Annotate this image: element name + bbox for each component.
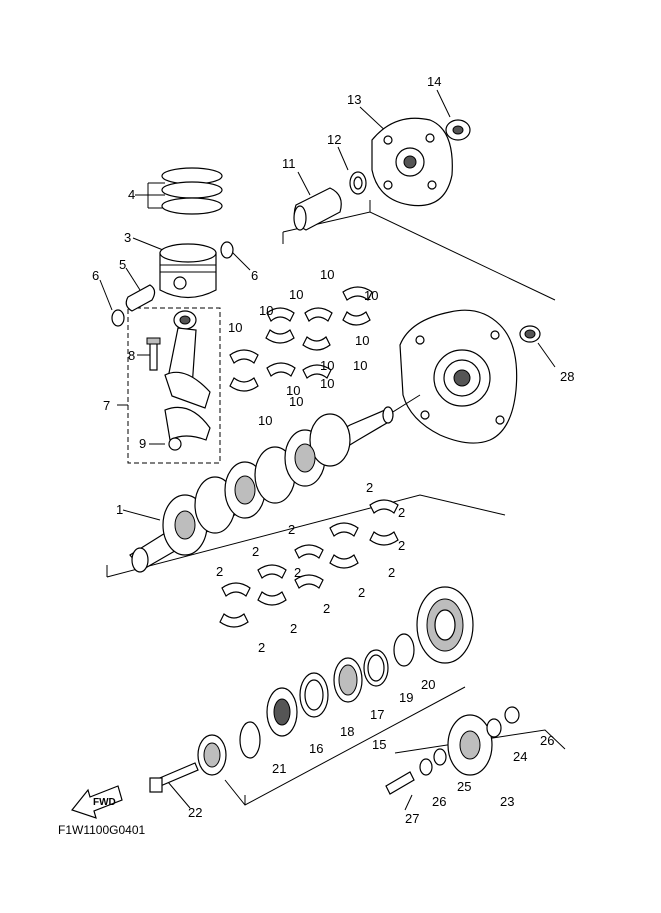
- label-2: 2: [398, 538, 405, 553]
- label-14: 14: [427, 74, 441, 89]
- piston: [159, 243, 217, 299]
- label-2: 2: [388, 565, 395, 580]
- flywheel-gear: [416, 586, 474, 664]
- label-5: 5: [119, 257, 126, 272]
- label-10: 10: [289, 394, 303, 409]
- label-10: 10: [258, 413, 272, 428]
- label-15: 15: [372, 737, 386, 752]
- label-10: 10: [353, 358, 367, 373]
- roller-bearing-17: [333, 657, 363, 703]
- label-28: 28: [560, 369, 574, 384]
- label-23: 23: [500, 794, 514, 809]
- bearing-16: [266, 687, 298, 737]
- label-20: 20: [421, 677, 435, 692]
- washer-19: [363, 649, 389, 687]
- washer-18: [299, 672, 329, 718]
- fwd-arrow-icon: FWD: [70, 785, 123, 819]
- label-6: 6: [92, 268, 99, 283]
- washer-25: [433, 748, 447, 766]
- label-2: 2: [366, 480, 373, 495]
- upper-bearing-shells: [229, 286, 373, 392]
- circlip-20: [393, 633, 415, 667]
- oil-seal: [519, 325, 541, 343]
- label-2: 2: [398, 505, 405, 520]
- label-10: 10: [320, 267, 334, 282]
- cover-sleeve: [293, 187, 342, 231]
- label-10: 10: [286, 383, 300, 398]
- lower-bearing-shells: [219, 499, 399, 628]
- piston-pin: [125, 284, 156, 312]
- label-10: 10: [320, 358, 334, 373]
- leader-lines: [99, 89, 566, 811]
- piston-rings: [161, 167, 223, 215]
- label-10: 10: [320, 376, 334, 391]
- label-9: 9: [139, 436, 146, 451]
- label-2: 2: [323, 601, 330, 616]
- label-3: 3: [124, 230, 131, 245]
- circlip-21: [239, 721, 261, 759]
- label-12: 12: [327, 132, 341, 147]
- label-10: 10: [355, 333, 369, 348]
- label-2: 2: [358, 585, 365, 600]
- label-22: 22: [188, 805, 202, 820]
- crankshaft: [129, 406, 394, 573]
- label-10: 10: [289, 287, 303, 302]
- label-24: 24: [513, 749, 527, 764]
- label-17: 17: [370, 707, 384, 722]
- label-1: 1: [116, 502, 123, 517]
- crankcase-half: [379, 309, 518, 444]
- label-11: 11: [282, 156, 296, 171]
- label-13: 13: [347, 92, 361, 107]
- circlip-26-bottom: [419, 758, 433, 776]
- part-labels: 1 2 2 2 2 2 2 2 2 2 2 2 2 3 4 5 6 6 7 8 …: [92, 74, 574, 826]
- label-18: 18: [340, 724, 354, 739]
- label-25: 25: [457, 779, 471, 794]
- label-8: 8: [128, 348, 135, 363]
- shaft-27: [385, 771, 415, 795]
- label-26: 26: [432, 794, 446, 809]
- label-2: 2: [252, 544, 259, 559]
- label-16: 16: [309, 741, 323, 756]
- label-2: 2: [294, 565, 301, 580]
- cover-washer: [349, 171, 367, 195]
- label-27: 27: [405, 811, 419, 826]
- crankcase-cover: [371, 117, 453, 207]
- coupling-hub: [197, 734, 227, 776]
- label-26: 26: [540, 733, 554, 748]
- label-2: 2: [216, 564, 223, 579]
- label-2: 2: [258, 640, 265, 655]
- label-6: 6: [251, 268, 258, 283]
- bolt-22: [149, 762, 199, 793]
- label-19: 19: [399, 690, 413, 705]
- idler-gear-23: [447, 714, 493, 776]
- fwd-label: FWD: [93, 797, 116, 808]
- label-4: 4: [128, 187, 135, 202]
- cover-plug: [445, 119, 471, 141]
- label-2: 2: [288, 522, 295, 537]
- piston-clips: [111, 241, 234, 327]
- label-10: 10: [364, 288, 378, 303]
- label-10: 10: [259, 303, 273, 318]
- connecting-rod: [146, 310, 211, 451]
- washer-24: [486, 718, 502, 738]
- diagram-code: F1W1100G0401: [58, 823, 145, 837]
- label-7: 7: [103, 398, 110, 413]
- label-21: 21: [272, 761, 286, 776]
- label-10: 10: [228, 320, 242, 335]
- circlip-26-top: [504, 706, 520, 724]
- label-2: 2: [290, 621, 297, 636]
